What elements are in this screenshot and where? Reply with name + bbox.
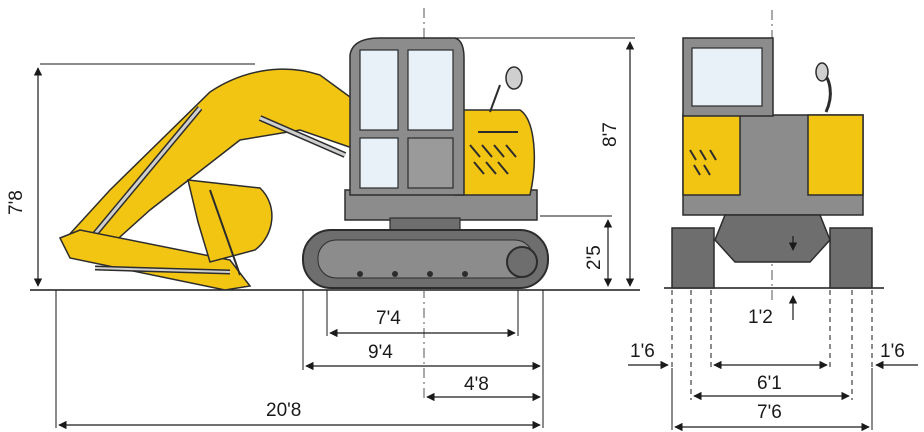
bucket: [187, 179, 273, 263]
dim-overall-width: 7'6: [757, 402, 782, 423]
mirror: [505, 66, 523, 90]
front-view: 1'2 1'6 1'6 6'1 7'6: [628, 10, 918, 432]
sprocket: [506, 246, 538, 278]
track-rollers: [357, 271, 468, 277]
front-track-left: [671, 227, 715, 289]
front-track-right: [829, 227, 873, 289]
boom: [66, 68, 366, 264]
cab-window-right: [407, 49, 454, 131]
front-undercarriage: [714, 214, 831, 263]
dim-clearance: 2'5: [584, 245, 605, 270]
dim-cab-height: 8'7: [600, 122, 621, 147]
dim-blade-height: 1'2: [748, 307, 773, 328]
front-windshield: [691, 47, 763, 107]
dim-transport-length: 20'8: [266, 400, 301, 421]
dim-undercarriage: 9'4: [368, 342, 393, 363]
dim-height-arm: 7'8: [6, 190, 27, 215]
dim-tail-swing: 4'8: [464, 374, 489, 395]
cab-window-left: [359, 49, 399, 131]
dim-track-length: 7'4: [376, 308, 401, 329]
front-extension-lines: [671, 290, 873, 400]
side-view: 7'8 8'7 2'5 7'4 9'4 4'8 20'8: [6, 8, 640, 430]
engine-grille: [469, 131, 518, 175]
dim-shoe-width-left: 1'6: [630, 341, 655, 362]
engine-cover: [454, 109, 536, 196]
dim-track-gauge: 6'1: [757, 373, 782, 394]
arm: [58, 229, 252, 291]
dim-shoe-width-right: 1'6: [880, 341, 905, 362]
